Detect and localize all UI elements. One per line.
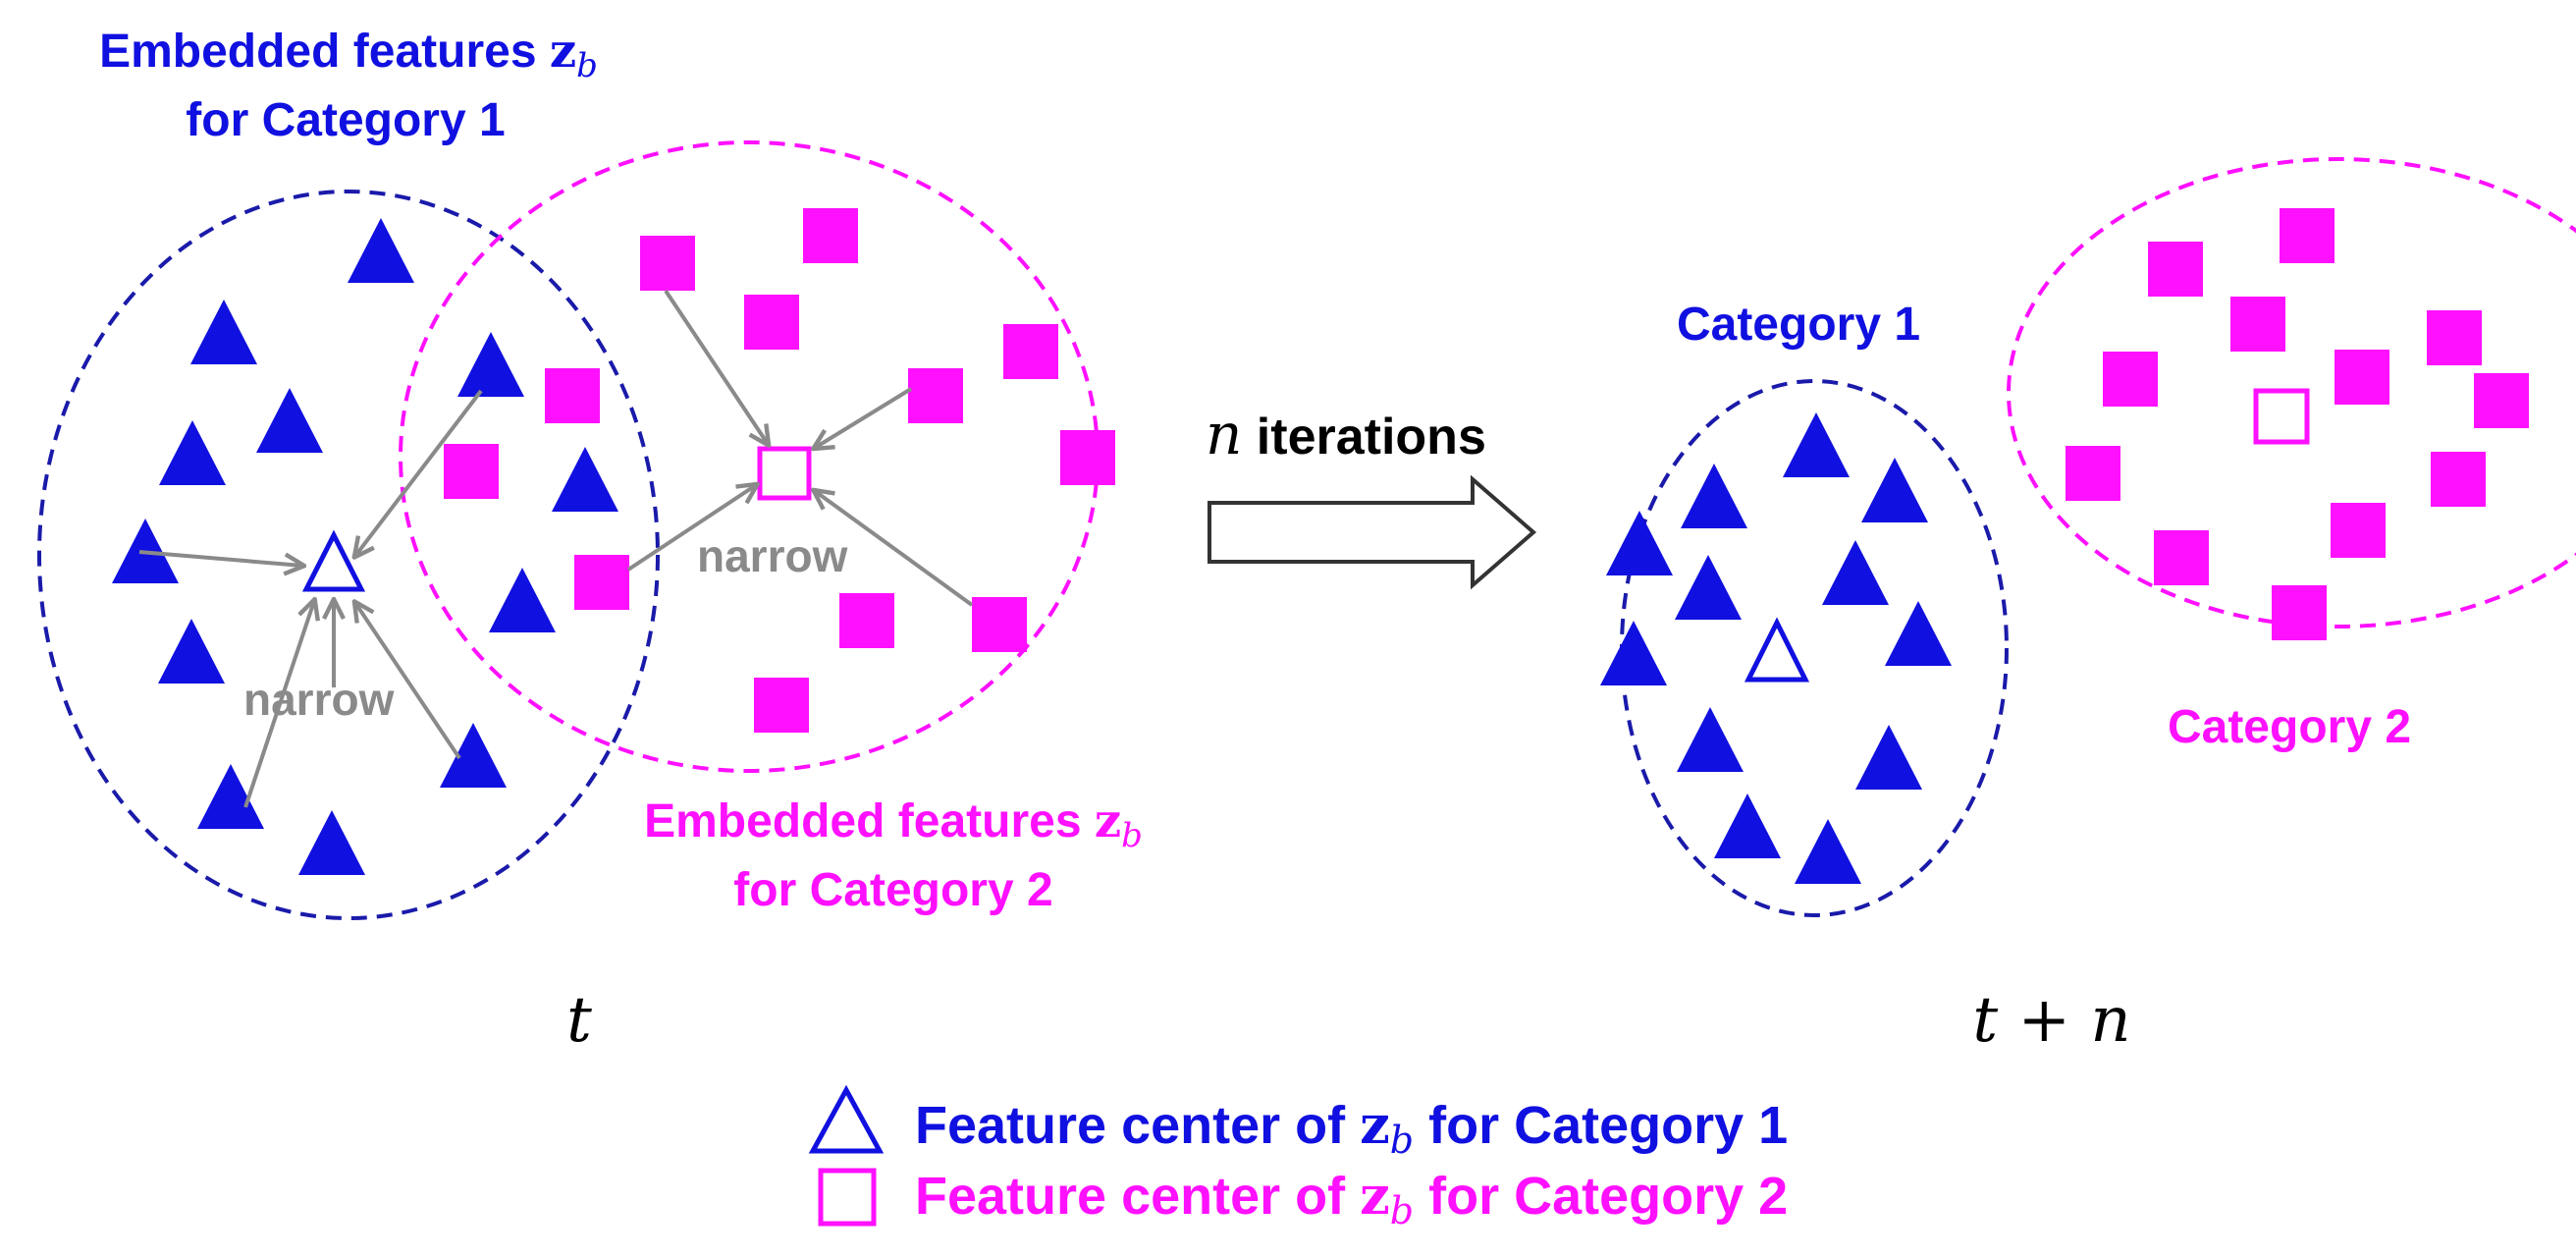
narrow-label: narrow bbox=[697, 530, 848, 581]
triangle-marker bbox=[158, 619, 225, 684]
square-marker bbox=[2066, 446, 2120, 501]
legend-item-category1: Feature center of zb for Category 1 bbox=[915, 1093, 1788, 1162]
category2-boundary-after bbox=[2007, 157, 2576, 629]
transition: n iterations bbox=[1206, 401, 1537, 590]
time-label-t-plus-n: t + n bbox=[1972, 984, 2130, 1057]
triangle-marker bbox=[440, 723, 507, 788]
square-marker bbox=[908, 368, 963, 423]
triangle-marker bbox=[159, 420, 226, 485]
square-marker bbox=[2431, 452, 2486, 507]
category2-center-marker bbox=[757, 446, 812, 501]
category1-points bbox=[112, 218, 618, 875]
category2-title-line2: for Category 2 bbox=[733, 864, 1052, 916]
square-marker bbox=[754, 678, 809, 733]
triangle-marker bbox=[1861, 458, 1928, 522]
square-marker bbox=[640, 236, 695, 291]
category1-title-line2: for Category 1 bbox=[186, 94, 505, 146]
square-marker bbox=[2280, 208, 2334, 263]
category2-points bbox=[444, 208, 1115, 733]
square-marker bbox=[545, 368, 600, 423]
triangle-marker bbox=[1714, 793, 1781, 858]
triangle-marker bbox=[1677, 707, 1744, 772]
square-marker bbox=[2148, 242, 2203, 297]
triangle-marker bbox=[1783, 412, 1850, 477]
square-marker bbox=[744, 295, 799, 350]
triangle-marker bbox=[197, 764, 264, 829]
triangle-marker bbox=[1606, 511, 1673, 575]
triangle-marker bbox=[190, 300, 257, 364]
category1-label: Category 1 bbox=[1677, 299, 1920, 351]
square-marker bbox=[839, 593, 894, 648]
triangle-marker bbox=[1681, 464, 1747, 528]
narrow-arrow bbox=[626, 485, 756, 572]
square-marker bbox=[2334, 350, 2389, 405]
square-marker bbox=[972, 597, 1027, 652]
triangle-marker bbox=[1855, 725, 1922, 790]
triangle-marker bbox=[1795, 819, 1861, 884]
category2-boundary bbox=[399, 140, 1100, 773]
narrow-arrow bbox=[355, 603, 461, 760]
triangle-marker bbox=[457, 332, 524, 397]
square-marker bbox=[2427, 310, 2482, 365]
narrow-label: narrow bbox=[243, 674, 395, 725]
narrow-arrow bbox=[664, 289, 768, 444]
triangle-marker bbox=[256, 388, 323, 453]
square-marker bbox=[574, 555, 629, 610]
triangle-marker bbox=[1600, 621, 1667, 685]
right-panel: Category 1 Category 2 t + n bbox=[1600, 157, 2576, 1057]
legend-item-category2: Feature center of zb for Category 2 bbox=[915, 1164, 1788, 1232]
time-label-t: t bbox=[566, 984, 592, 1057]
triangle-marker bbox=[298, 810, 365, 875]
square-marker bbox=[1060, 430, 1115, 485]
category2-label: Category 2 bbox=[2168, 701, 2411, 753]
legend: Feature center of zb for Category 1 Feat… bbox=[808, 1084, 1788, 1232]
narrow-arrow bbox=[138, 550, 302, 566]
triangle-marker bbox=[1822, 540, 1889, 605]
category2-points-after bbox=[2066, 208, 2529, 640]
narrow-arrow bbox=[243, 601, 314, 808]
category1-narrow-arrows bbox=[138, 389, 483, 808]
category2-narrow-arrows bbox=[626, 289, 974, 607]
legend-triangle-icon bbox=[808, 1084, 885, 1154]
legend-square-icon bbox=[818, 1168, 877, 1227]
category1-boundary bbox=[37, 190, 660, 920]
square-marker bbox=[2154, 530, 2209, 585]
category1-title: Embedded features zb bbox=[99, 24, 598, 85]
square-marker bbox=[2331, 503, 2386, 558]
category2-center-marker-after bbox=[2253, 388, 2310, 445]
left-panel: narrow narrow Embedded features zb for C… bbox=[37, 24, 1143, 1057]
category1-center-marker bbox=[301, 529, 366, 592]
square-marker bbox=[2230, 297, 2285, 352]
triangle-marker bbox=[1675, 555, 1742, 620]
category1-center-marker-after bbox=[1744, 617, 1810, 683]
square-marker bbox=[803, 208, 858, 263]
triangle-marker bbox=[489, 568, 556, 632]
category2-title: Embedded features zb bbox=[644, 793, 1143, 855]
square-marker bbox=[2103, 352, 2158, 407]
square-marker bbox=[2474, 373, 2529, 428]
square-marker bbox=[2272, 585, 2327, 640]
iterations-arrow bbox=[1208, 474, 1537, 590]
square-marker bbox=[1003, 324, 1058, 379]
iterations-label: n iterations bbox=[1206, 401, 1486, 467]
narrow-arrow bbox=[815, 491, 974, 607]
triangle-marker bbox=[1885, 601, 1952, 666]
triangle-marker bbox=[348, 218, 414, 283]
square-marker bbox=[444, 444, 499, 499]
triangle-marker bbox=[552, 447, 618, 512]
narrow-arrow bbox=[815, 387, 913, 448]
category1-points-after bbox=[1600, 412, 1952, 884]
narrow-arrow bbox=[355, 389, 483, 556]
